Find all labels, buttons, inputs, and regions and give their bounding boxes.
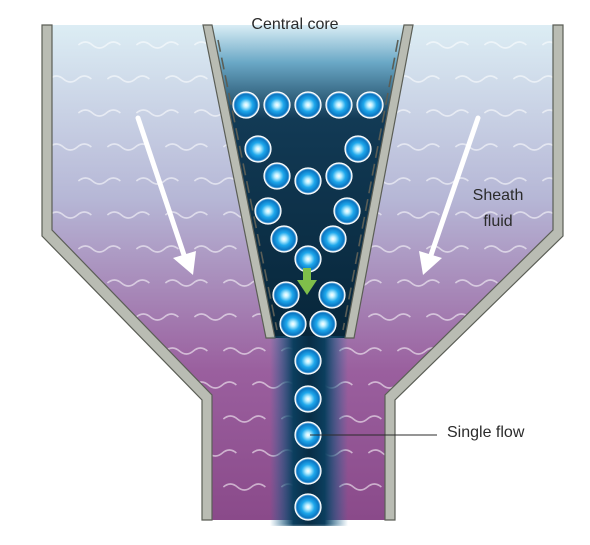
sheath-fluid-label: Sheath fluid: [456, 183, 540, 235]
particle-icon: [232, 91, 260, 119]
particle-icon: [325, 162, 353, 190]
central-core-label: Central core: [251, 16, 339, 33]
particle-icon: [279, 310, 307, 338]
sheath-fluid-label-line1: Sheath: [472, 187, 524, 204]
single-flow-label: Single flow: [447, 424, 525, 441]
particle-icon: [254, 197, 282, 225]
particle-icon: [263, 162, 291, 190]
particle-icon: [344, 135, 372, 163]
particle-icon: [263, 91, 291, 119]
particle-icon: [294, 493, 322, 521]
particle-icon: [294, 385, 322, 413]
particle-icon: [325, 91, 353, 119]
particle-icon: [319, 225, 347, 253]
right-outer-wall: [384, 24, 564, 521]
particle-icon: [333, 197, 361, 225]
particle-icon: [294, 457, 322, 485]
particle-icon: [356, 91, 384, 119]
core-right-wall: [344, 24, 414, 339]
particle-icon: [309, 310, 337, 338]
green-down-arrow-icon: [297, 268, 317, 295]
particle-icon: [272, 281, 300, 309]
particle-icon: [270, 225, 298, 253]
particle-icon: [244, 135, 272, 163]
particle-icon: [294, 91, 322, 119]
flow-arrow-icon: [419, 115, 481, 275]
left-outer-wall: [41, 24, 213, 521]
particles-group: [232, 91, 384, 521]
flow-arrow-icon: [135, 115, 196, 275]
particle-icon: [318, 281, 346, 309]
particle-icon: [294, 347, 322, 375]
sheath-fluid-label-line2: fluid: [483, 213, 513, 230]
particle-icon: [294, 167, 322, 195]
